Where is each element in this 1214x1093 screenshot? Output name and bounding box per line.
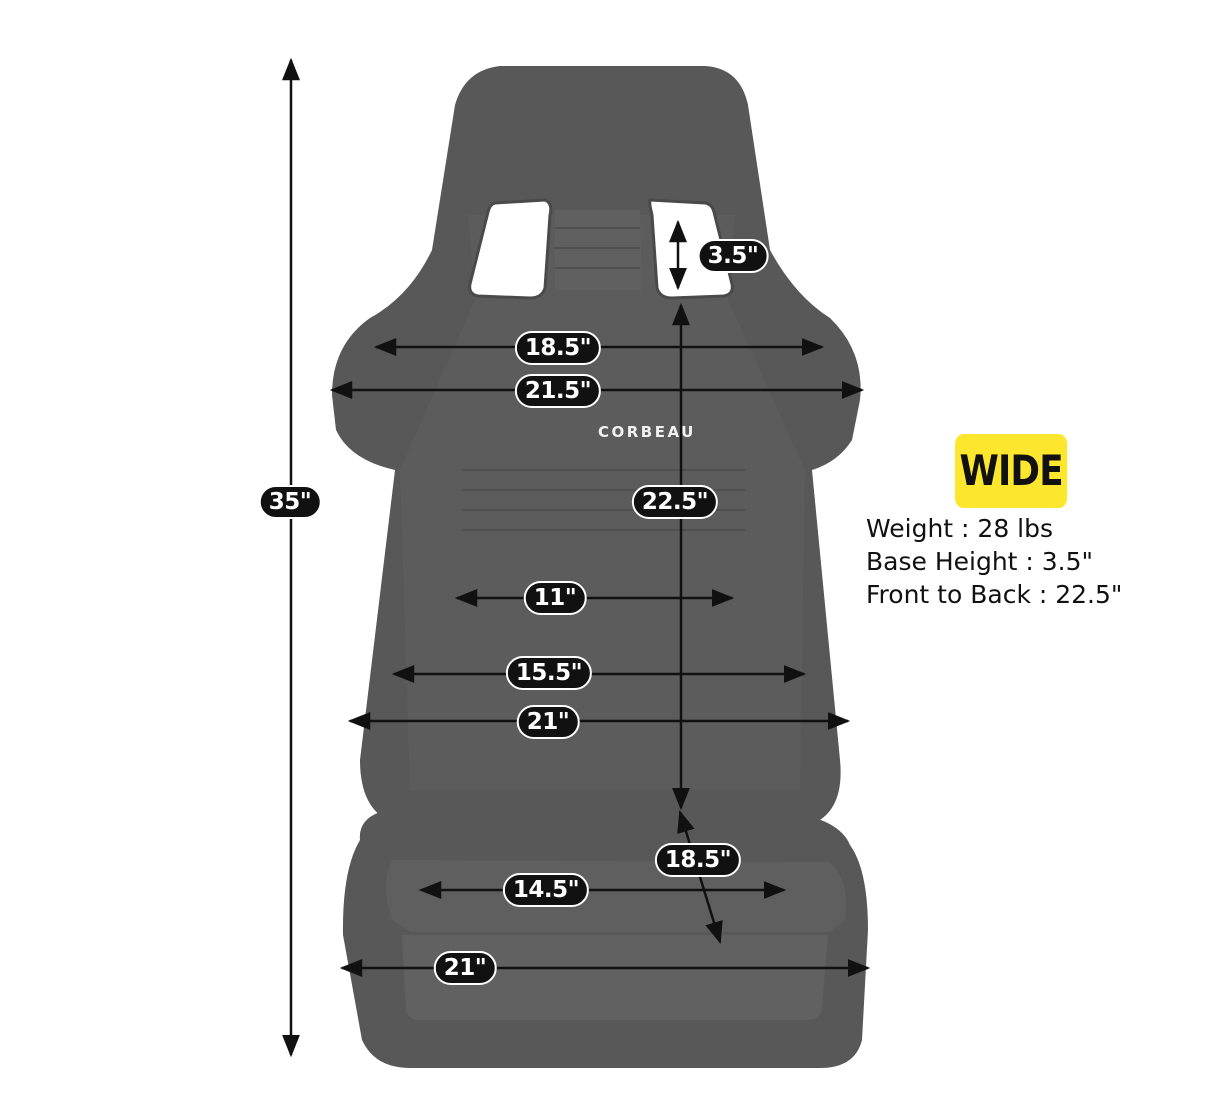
spec-front-to-back: Front to Back : 22.5" — [866, 580, 1123, 609]
label-cushion-inner: 14.5" — [502, 873, 590, 907]
upper-center-panel — [555, 210, 642, 290]
label-shoulder-outer: 21.5" — [514, 374, 602, 408]
label-base-outer: 21" — [433, 951, 497, 985]
backrest-center-panel — [400, 215, 805, 790]
spec-weight: Weight : 28 lbs — [866, 514, 1054, 543]
label-overall-height: 35" — [258, 485, 322, 519]
label-shoulder-inner: 18.5" — [514, 331, 602, 365]
label-back-height: 22.5" — [631, 485, 719, 519]
dim-line-cushion-depth — [677, 809, 723, 945]
label-bolster-outer: 21" — [516, 705, 580, 739]
spec-list: Weight : 28 lbs Base Height : 3.5" Front… — [866, 512, 1122, 611]
seat-brand-logo: CORBEAU — [598, 423, 696, 441]
cushion-front — [402, 935, 828, 1020]
wide-badge: WIDE — [955, 434, 1068, 508]
label-harness-slot: 3.5" — [697, 239, 769, 273]
label-lumbar-inner: 11" — [523, 581, 587, 615]
harness-slot-left — [468, 198, 553, 300]
spec-base-height: Base Height : 3.5" — [866, 547, 1094, 576]
label-bolster-inner: 15.5" — [505, 656, 593, 690]
label-cushion-depth: 18.5" — [654, 843, 742, 877]
cushion-top — [386, 860, 846, 932]
